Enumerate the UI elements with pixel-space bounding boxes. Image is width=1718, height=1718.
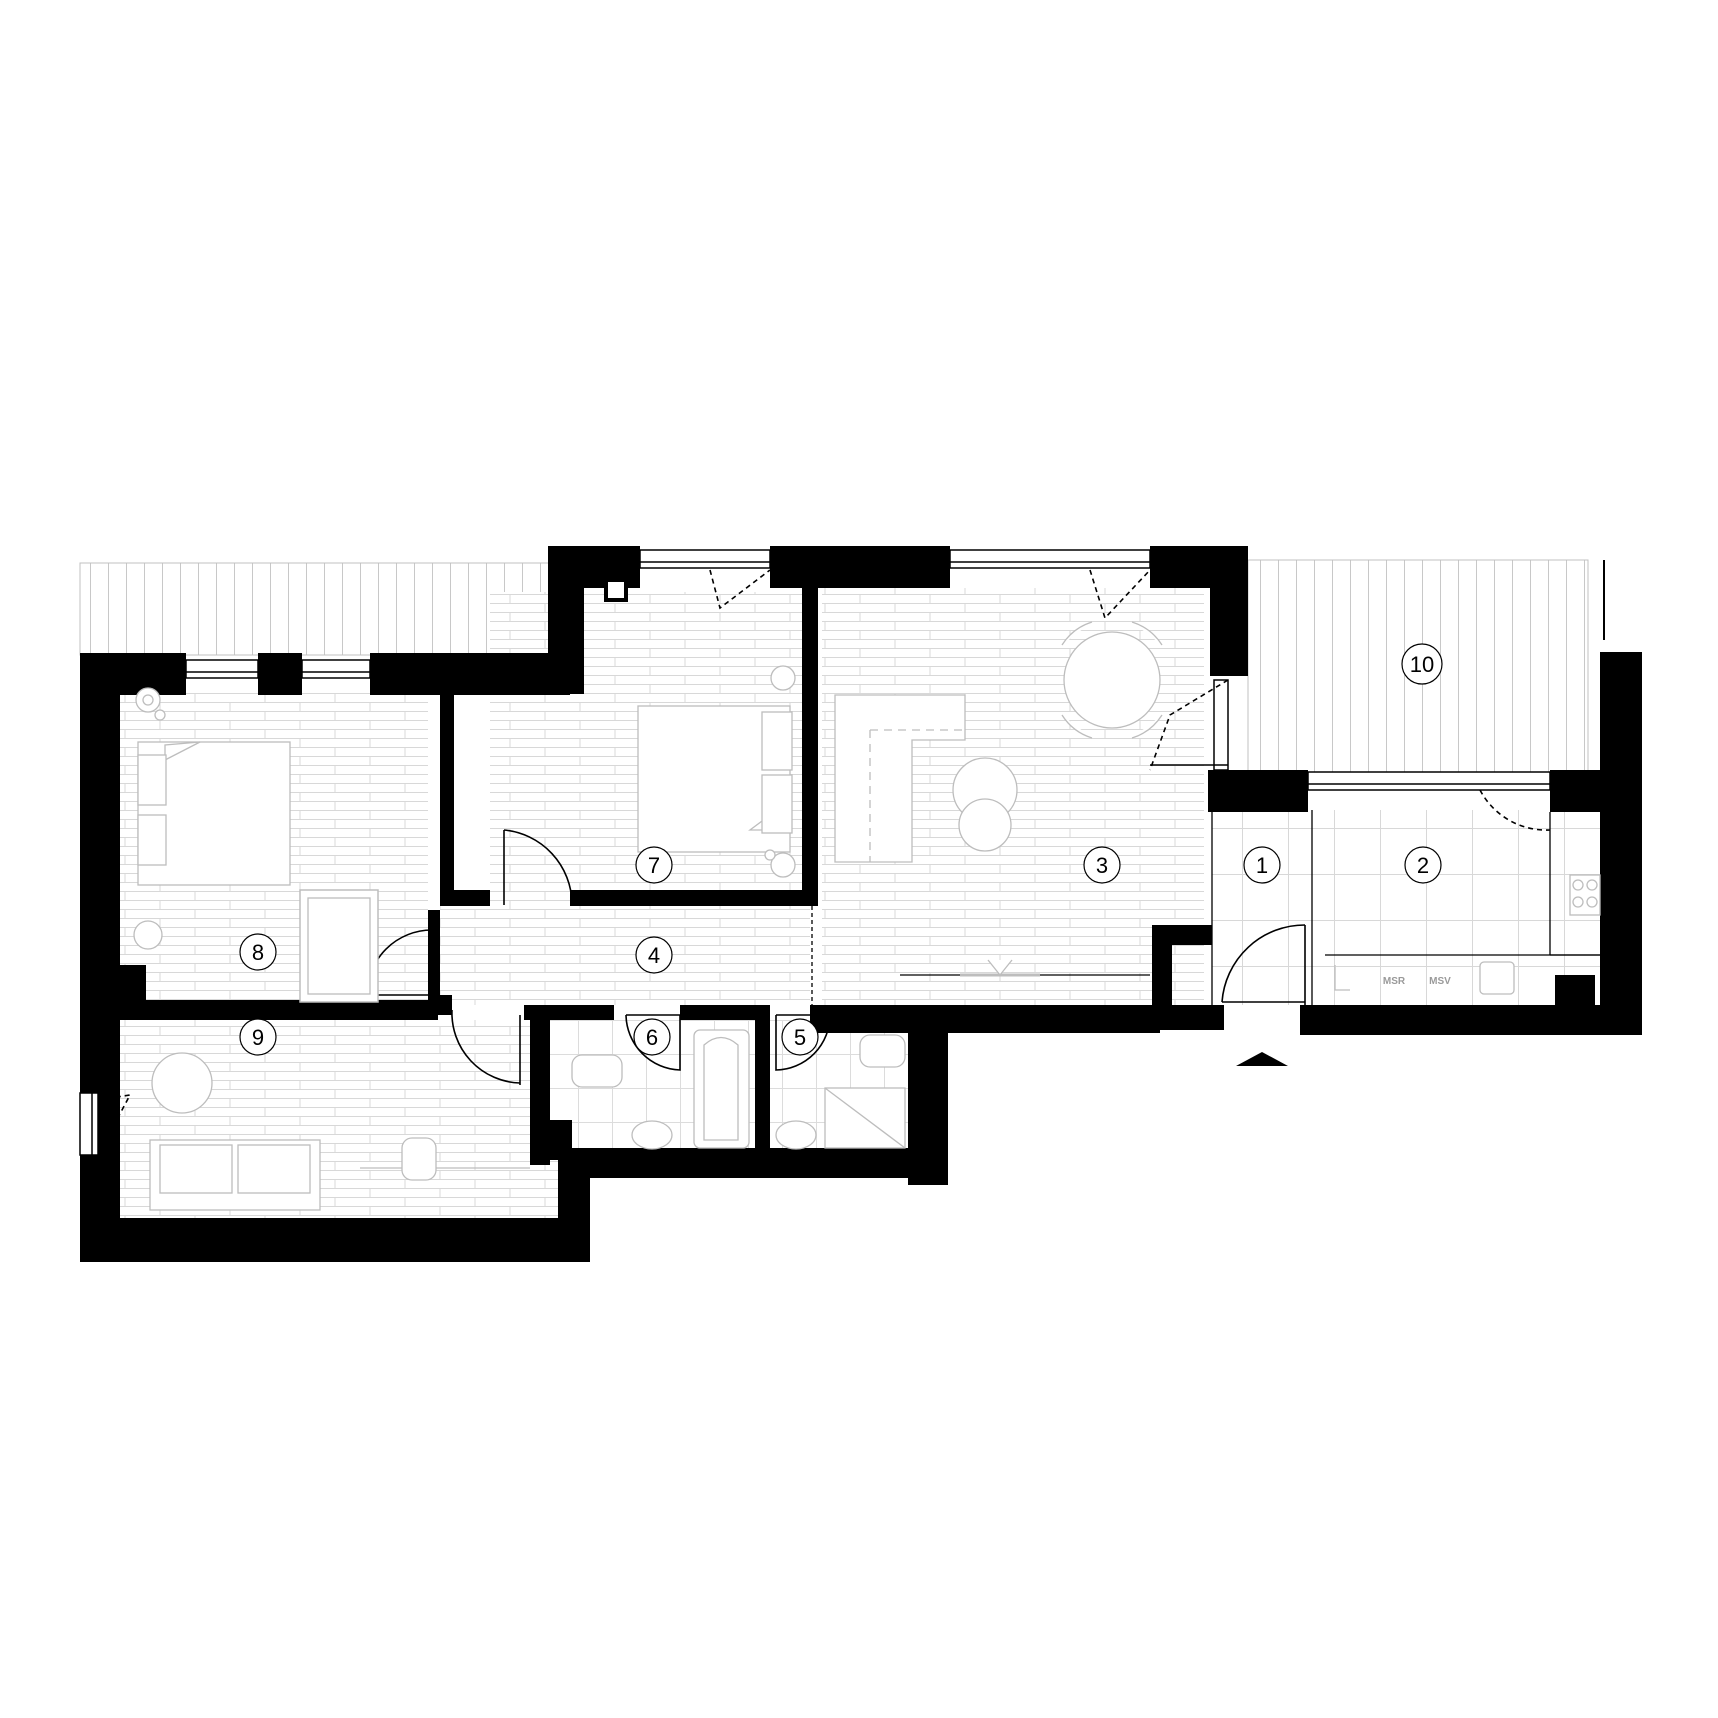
room-number-10: 10 [1410, 652, 1434, 677]
sink-kitchen [1479, 961, 1515, 995]
dining-table [1063, 631, 1161, 729]
room-label-5: 5 [781, 1018, 819, 1056]
toilet-6 [571, 1054, 623, 1088]
terrace-left [79, 562, 551, 656]
room-number-8: 8 [252, 940, 264, 965]
room-label-7: 7 [635, 846, 673, 884]
toilet-5 [859, 1034, 906, 1068]
room-label-1: 1 [1243, 846, 1281, 884]
room-label-2: 2 [1404, 846, 1442, 884]
round-table-9 [151, 1052, 213, 1114]
walls [80, 546, 1642, 1262]
room-number-2: 2 [1417, 853, 1429, 878]
room-number-3: 3 [1096, 853, 1108, 878]
entrance-arrow-icon [1236, 1052, 1288, 1066]
room-label-4: 4 [635, 936, 673, 974]
sink-6 [631, 1120, 673, 1150]
windows [79, 549, 1551, 1156]
washer-label: MSV [1429, 976, 1451, 987]
room-number-6: 6 [646, 1025, 658, 1050]
room-number-4: 4 [648, 943, 660, 968]
room-label-10: 10 [1401, 643, 1443, 685]
room-label-9: 9 [239, 1018, 277, 1056]
nightstand-lamp-7a [770, 665, 796, 691]
room-number-1: 1 [1256, 853, 1268, 878]
desk-chair [401, 1137, 437, 1181]
room-label-3: 3 [1083, 846, 1121, 884]
room-number-5: 5 [794, 1025, 806, 1050]
sink-5 [775, 1120, 817, 1150]
nightstand-lamp-7b [770, 852, 796, 878]
doors [97, 569, 1551, 1156]
room-number-9: 9 [252, 1025, 264, 1050]
nightstand-lamp-8b [133, 920, 163, 950]
room-label-8: 8 [239, 933, 277, 971]
shaft [604, 578, 628, 602]
furniture [133, 621, 1601, 1211]
room-label-6: 6 [633, 1018, 671, 1056]
corner-sofa [834, 694, 966, 863]
room-number-7: 7 [648, 853, 660, 878]
dishwasher-label: MSR [1383, 976, 1406, 987]
